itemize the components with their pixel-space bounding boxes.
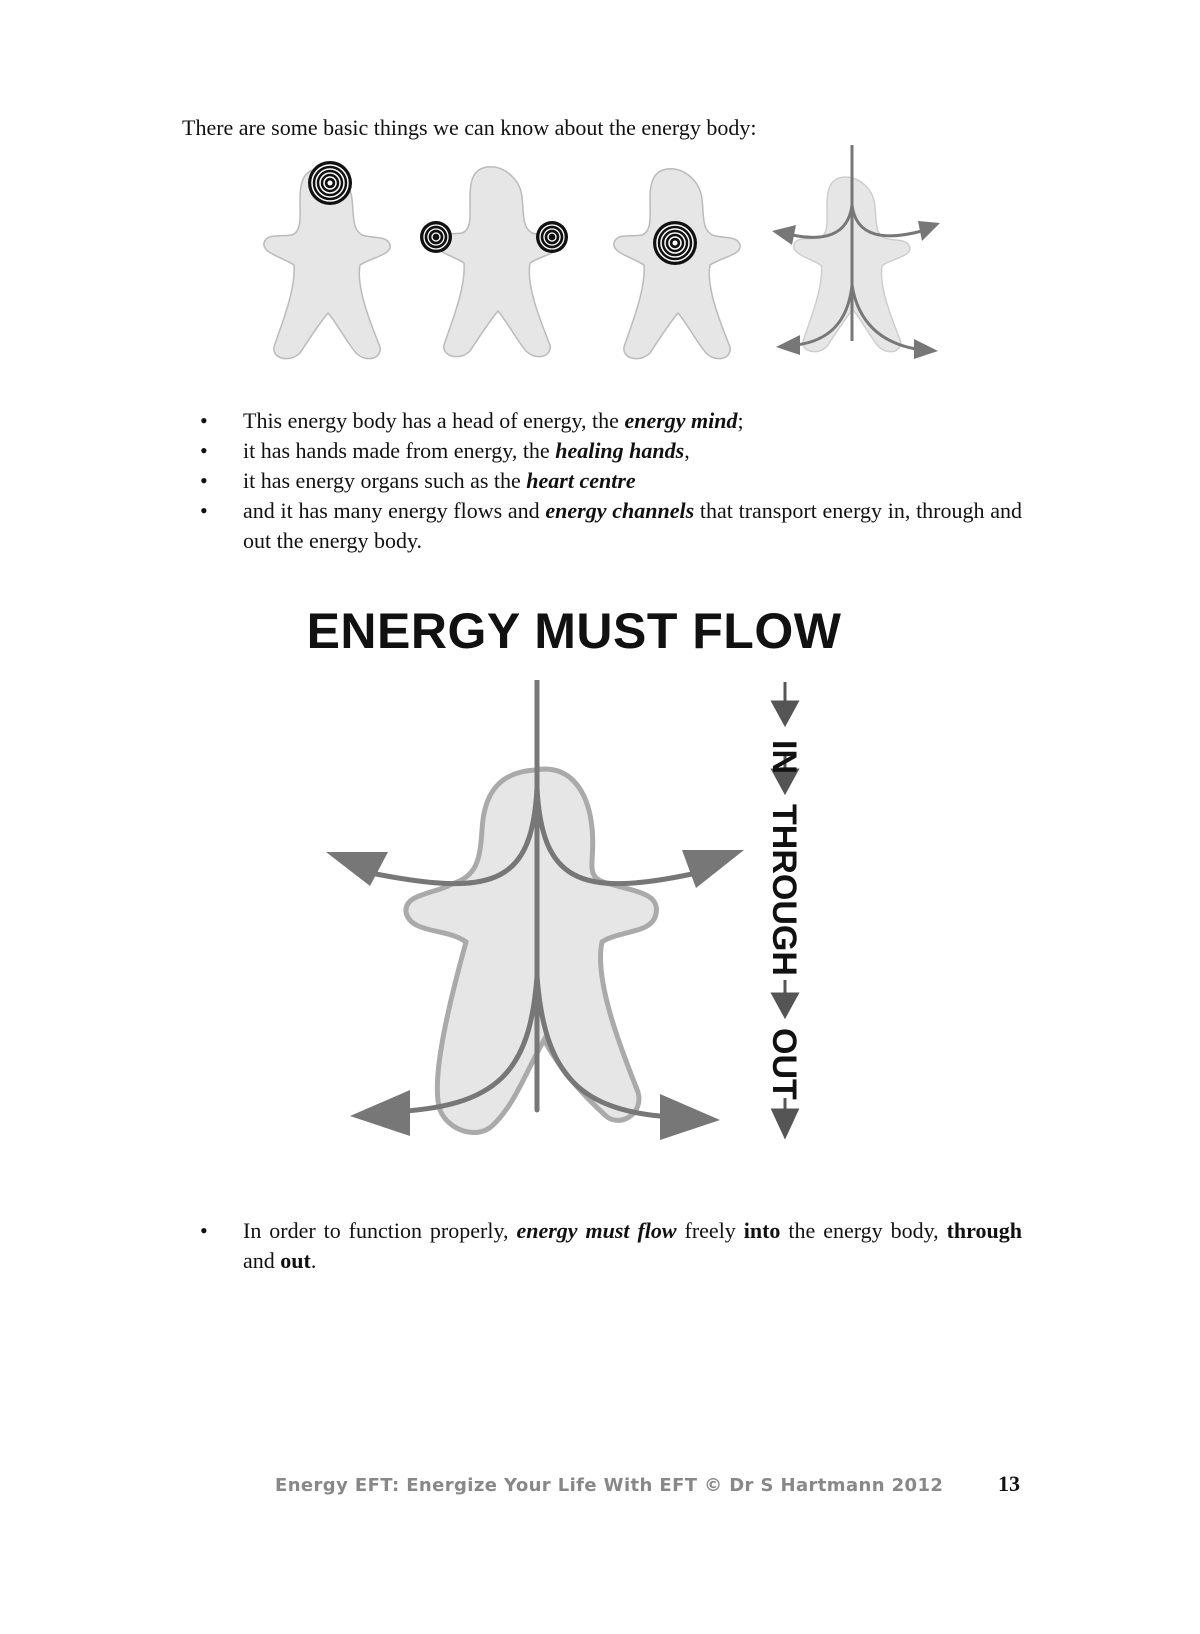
figure-energy-channels — [772, 145, 940, 359]
figure-healing-hands — [420, 166, 568, 358]
spiral-heart-icon — [653, 221, 697, 265]
label-out: OUT — [765, 1028, 803, 1100]
intro-text: There are some basic things we can know … — [182, 115, 757, 140]
energy-flow-bullets: In order to function properly, energy mu… — [200, 1216, 1022, 1276]
bullet-energy-channels: and it has many energy flows and energy … — [200, 496, 1022, 556]
large-energy-body — [403, 766, 659, 1136]
flow-channels — [373, 680, 695, 1119]
bullet-heart-centre: it has energy organs such as the heart c… — [200, 466, 1022, 496]
figure-energy-mind — [263, 161, 391, 360]
arrowheads — [772, 221, 940, 359]
figure-heart-centre — [613, 168, 741, 360]
page-footer: Energy EFT: Energize Your Life With EFT … — [0, 1471, 1200, 1505]
channel-arrows — [791, 145, 923, 351]
energy-body-figures — [263, 145, 940, 360]
page-number: 13 — [998, 1471, 1020, 1496]
footer-text: Energy EFT: Energize Your Life With EFT … — [275, 1475, 944, 1496]
flow-title: ENERGY MUST FLOW — [306, 603, 842, 659]
bullet-energy-mind: This energy body has a head of energy, t… — [200, 406, 1022, 436]
bullet-healing-hands: it has hands made from energy, the heali… — [200, 436, 1022, 466]
label-through: THROUGH — [765, 804, 803, 976]
bullet-energy-must-flow: In order to function properly, energy mu… — [200, 1216, 1022, 1276]
flow-direction-arrows — [770, 682, 800, 1140]
flow-arrowheads — [326, 850, 744, 1140]
spiral-head-icon — [308, 161, 352, 205]
spiral-left-hand-icon — [420, 221, 452, 253]
spiral-right-hand-icon — [536, 221, 568, 253]
energy-body-bullets: This energy body has a head of energy, t… — [200, 406, 1022, 556]
label-in: IN — [765, 740, 803, 774]
energy-flow-diagram: IN THROUGH OUT — [326, 680, 803, 1140]
